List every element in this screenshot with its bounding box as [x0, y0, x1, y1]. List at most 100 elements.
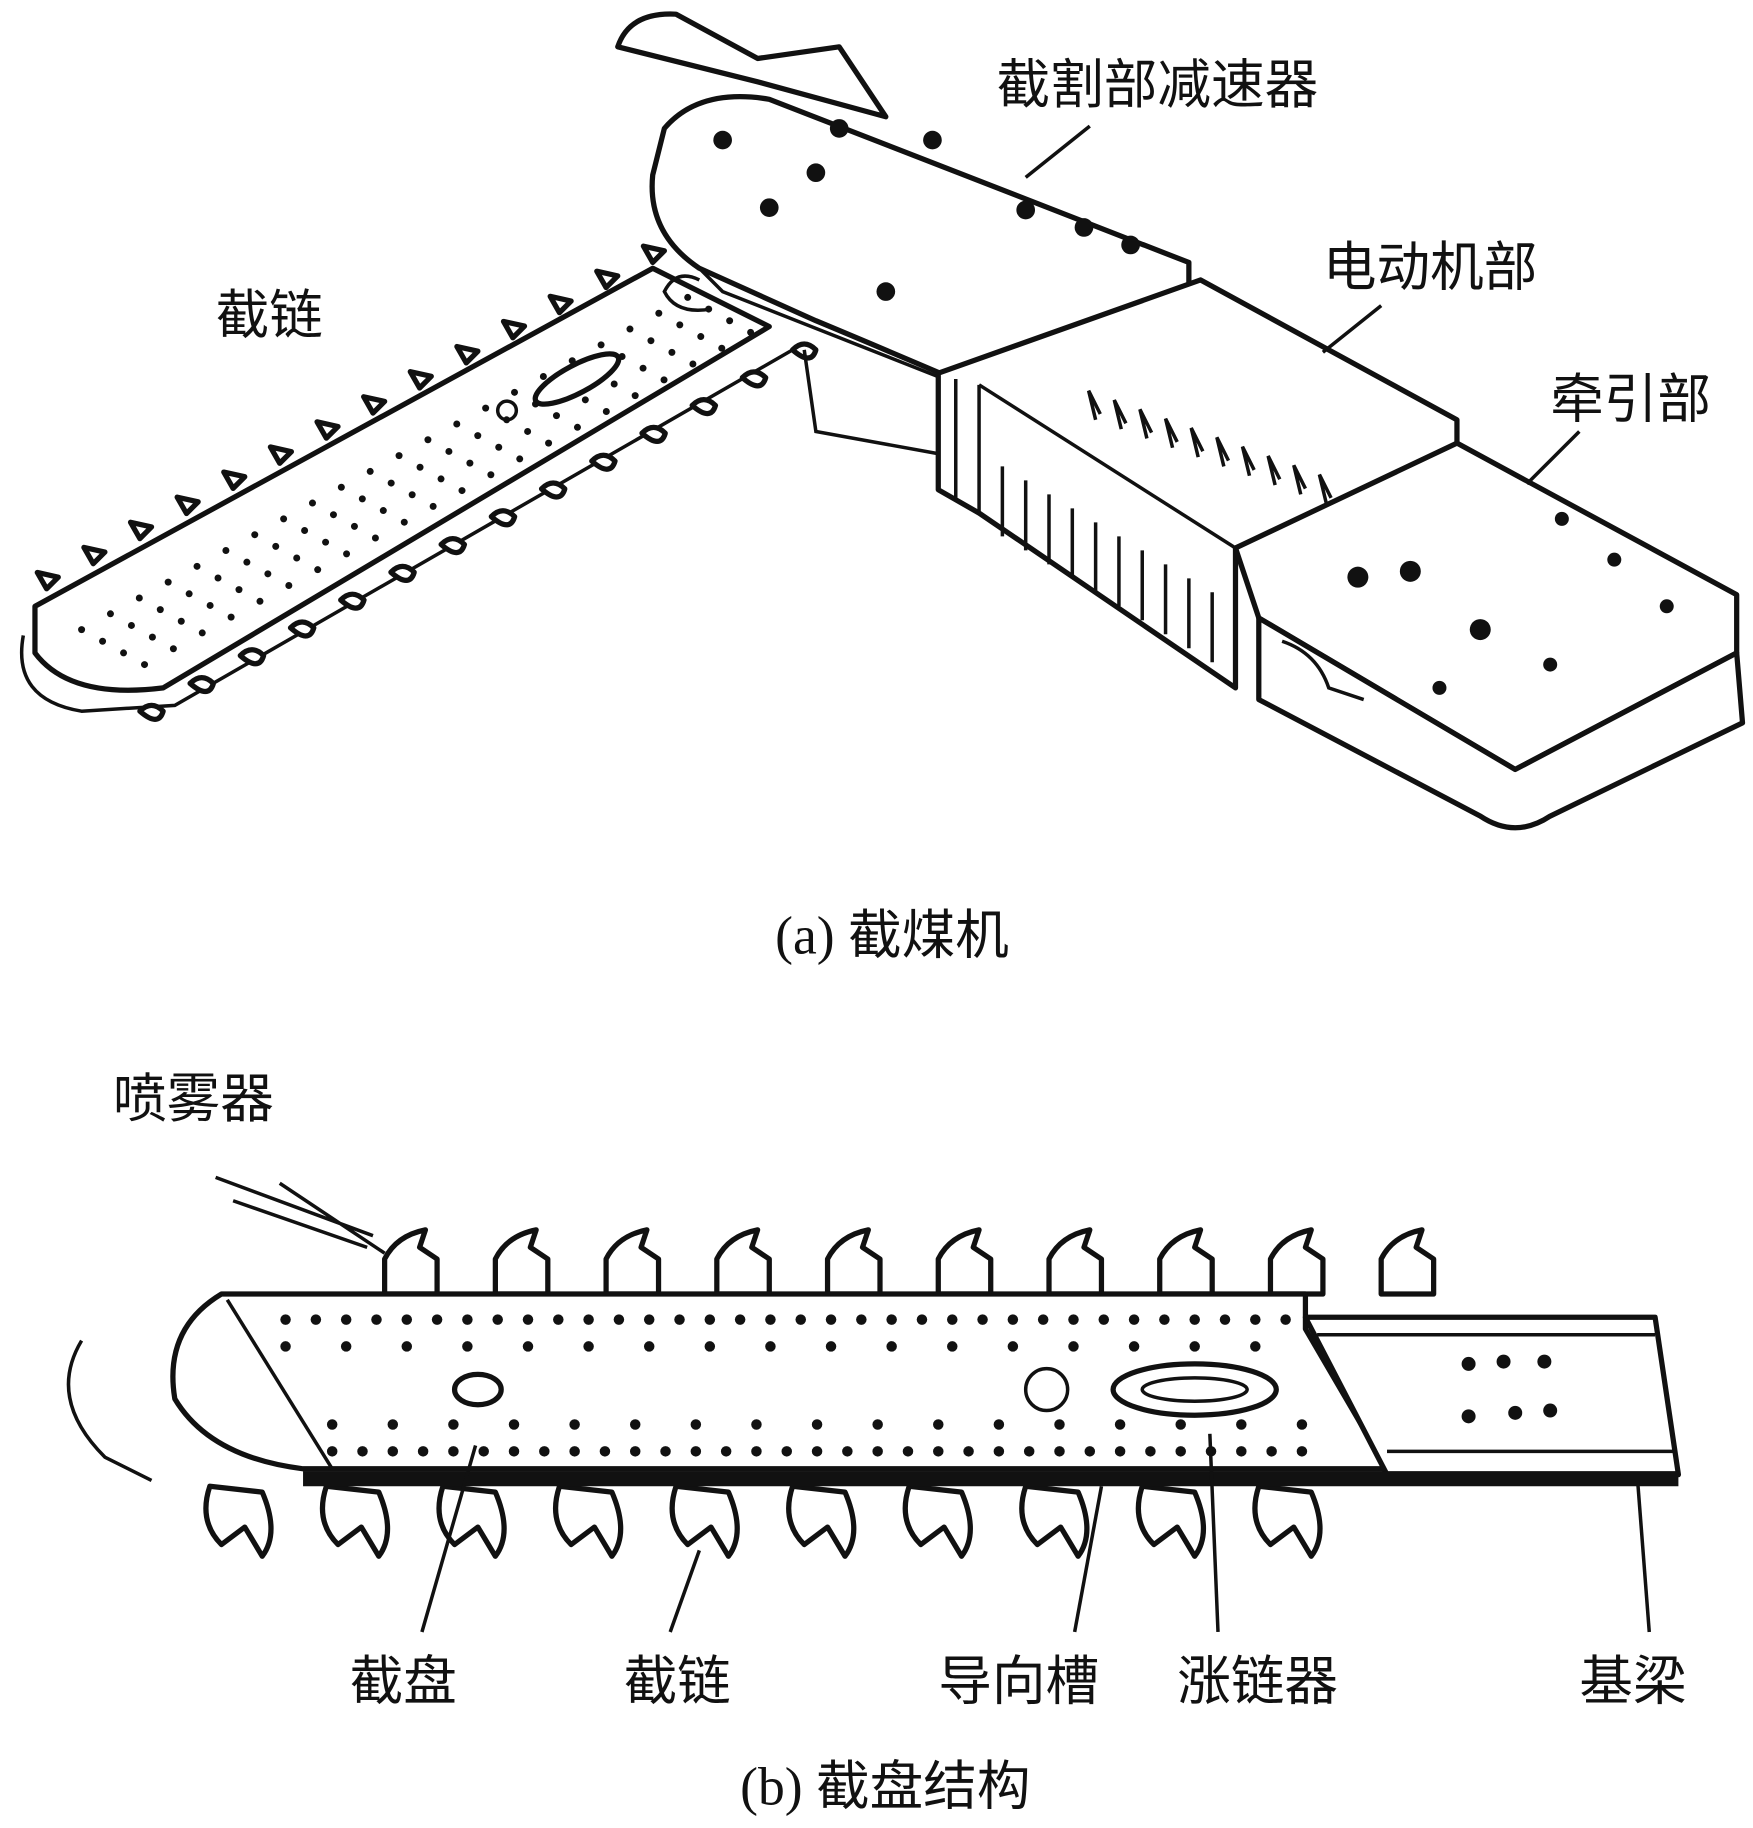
rivet-dot — [1250, 1314, 1261, 1325]
rivet-dot — [495, 443, 503, 451]
rivet-dot — [886, 1341, 897, 1352]
rivet-dot — [280, 1314, 291, 1325]
rivet-dot — [474, 432, 482, 440]
rivet-dot — [629, 1446, 641, 1457]
rivet-dot — [569, 1419, 580, 1430]
rivet-dot — [78, 626, 86, 634]
rivet-dot — [1189, 1314, 1200, 1325]
rivet-dot — [1159, 1314, 1170, 1325]
cutter-tooth — [1019, 1483, 1090, 1559]
rivet-dot — [337, 483, 345, 491]
cooling-fin — [1292, 464, 1307, 495]
cutter-tooth — [640, 243, 667, 266]
rivet-dot — [977, 1314, 988, 1325]
rivet-dot — [689, 360, 697, 368]
rivet-dot — [697, 333, 705, 341]
rivet-dot — [726, 317, 734, 325]
rivet-dot — [655, 309, 663, 317]
rivet-dot — [417, 1446, 429, 1457]
rivet-dot — [448, 1446, 459, 1457]
traction-section — [1232, 440, 1746, 831]
rivet-dot — [734, 1314, 746, 1325]
bolt-dot — [759, 198, 779, 217]
cutter-tooth — [361, 394, 388, 416]
cutter-tooth — [594, 268, 621, 291]
cutter-tooth — [221, 469, 248, 492]
bolt-dot — [923, 130, 942, 150]
rivet-dot — [416, 463, 424, 471]
rivet-dot — [264, 570, 272, 578]
rivet-dot — [164, 578, 172, 586]
rivet-dot — [458, 487, 466, 495]
bolt-dot — [829, 119, 849, 138]
rivet-dot — [177, 617, 185, 625]
rivet-dot — [1296, 1446, 1308, 1457]
rivet-dot — [581, 396, 589, 404]
cutter-tooth — [127, 519, 155, 542]
rivet-dot — [408, 491, 416, 499]
cutter-tooth — [319, 1483, 391, 1559]
rivet-dot — [1189, 1341, 1200, 1352]
rivet-dot — [453, 420, 461, 428]
cooling-fin — [1240, 445, 1256, 477]
rivet-dot — [301, 527, 309, 535]
rivet-dot — [597, 341, 605, 349]
rivet-dot — [1236, 1446, 1247, 1457]
cutter-tooth — [669, 1483, 740, 1559]
rivet-dot — [508, 1419, 520, 1430]
rivet-dot — [963, 1446, 974, 1457]
rivet-dot — [487, 471, 495, 479]
rivet-dot — [293, 554, 301, 562]
rivet-dot — [1236, 1419, 1247, 1430]
rivet-dot — [553, 1314, 564, 1325]
bolt-dot — [1074, 218, 1094, 237]
cutter-tooth — [488, 508, 518, 528]
rivet-dot — [947, 1314, 958, 1325]
rivet-dot — [1280, 1314, 1291, 1325]
rivet-dot — [902, 1446, 914, 1457]
traction-leader-line — [1525, 430, 1581, 486]
rivet-dot — [322, 538, 330, 546]
groove-leader-line — [1072, 1485, 1104, 1633]
label-cutting-reducer: 截割部减速器 — [997, 53, 1319, 116]
rivet-dot — [1114, 1446, 1126, 1457]
label-cutter-chain-a: 截链 — [216, 284, 323, 347]
rivet-dot — [371, 1314, 382, 1325]
caption-a: (a) 截煤机 — [775, 906, 1009, 966]
rivet-dot — [350, 522, 358, 530]
rivet-dot — [1128, 1341, 1140, 1352]
rivet-dot — [1296, 1419, 1308, 1430]
rivet-dot — [583, 1341, 594, 1352]
rivet-dot — [371, 534, 379, 542]
rivet-dot — [718, 344, 726, 352]
cooling-fin — [1163, 417, 1179, 449]
cutter-tooth — [137, 702, 166, 722]
rivet-dot — [599, 1446, 611, 1457]
rivet-dot — [1266, 1446, 1277, 1457]
bolt-dot — [876, 282, 896, 301]
rivet-dot — [387, 1446, 399, 1457]
rivet-dot — [272, 542, 280, 550]
rivet-dot — [99, 637, 107, 645]
cutter-tooth — [338, 591, 367, 611]
cutter-tooth — [438, 535, 468, 556]
bolt-dot — [1121, 235, 1140, 255]
label-chain-tensioner: 涨链器 — [1177, 1650, 1338, 1713]
chain-leader-line — [668, 1549, 701, 1633]
rivet-dot — [431, 1314, 443, 1325]
rivet-dot — [842, 1446, 853, 1457]
cooling-fin — [1317, 473, 1333, 505]
cutter-disc-illustration — [66, 1175, 1682, 1633]
label-motor-section: 电动机部 — [1323, 236, 1537, 299]
motor-leader-line — [1321, 304, 1383, 354]
rivet-dot — [329, 511, 337, 519]
rivet-dot — [141, 661, 149, 669]
rivet-dot — [235, 586, 243, 594]
rivet-dot — [690, 1419, 702, 1430]
cutter-tooth — [935, 1227, 994, 1297]
rivet-dot — [285, 581, 293, 589]
cutter-tooth — [689, 397, 719, 417]
bolt-dot — [1537, 1354, 1552, 1369]
cutter-tooth — [639, 424, 668, 444]
cutter-tooth — [902, 1483, 973, 1559]
